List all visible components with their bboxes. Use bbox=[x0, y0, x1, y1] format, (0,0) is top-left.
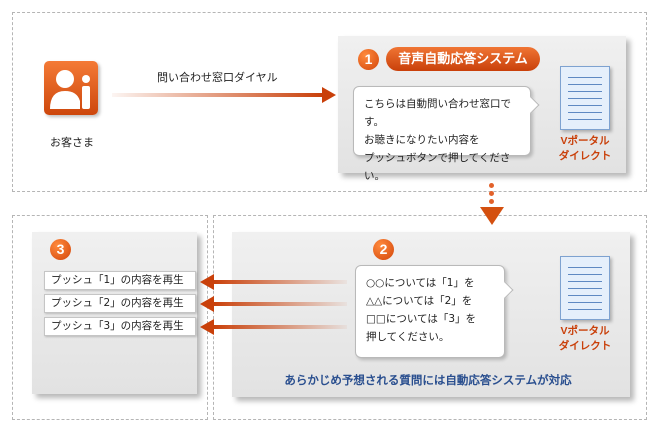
doc-caption: Vポータル ダイレクト bbox=[545, 324, 625, 354]
document-icon bbox=[560, 66, 610, 130]
message-line: ○○については「1」を bbox=[366, 277, 475, 289]
message-line: こちらは自動問い合わせ窓口です。 bbox=[364, 98, 511, 128]
message-line: 押してください。 bbox=[366, 331, 450, 343]
transition-dots bbox=[489, 183, 494, 207]
step1-number-badge: 1 bbox=[358, 49, 379, 70]
message-line: お聴きになりたい内容を bbox=[364, 134, 480, 146]
response-arrow-2 bbox=[200, 296, 347, 312]
down-arrow-icon bbox=[480, 207, 504, 225]
doc-caption-line: ダイレクト bbox=[558, 150, 612, 162]
message-line: □□については「3」を bbox=[366, 313, 476, 325]
doc-caption: Vポータル ダイレクト bbox=[545, 134, 625, 164]
option-push-3: プッシュ「3」の内容を再生 bbox=[44, 317, 196, 336]
system-label: 音声自動応答システム bbox=[386, 47, 540, 71]
bottom-left-section-frame bbox=[12, 215, 208, 420]
customer-icon bbox=[44, 61, 98, 115]
footer-note: あらかじめ予想される質問には自動応答システムが対応 bbox=[284, 375, 572, 387]
step3-number-badge: 3 bbox=[50, 239, 71, 260]
doc-caption-line: Vポータル bbox=[560, 325, 610, 337]
document-icon bbox=[560, 256, 610, 320]
bottom-right-section-frame bbox=[213, 215, 647, 420]
top-section-frame bbox=[12, 12, 647, 192]
call-arrow bbox=[112, 87, 336, 103]
step2-message-bubble: ○○については「1」を △△については「2」を □□については「3」を 押してく… bbox=[355, 265, 514, 358]
response-arrow-1 bbox=[200, 274, 347, 290]
call-arrow-label: 問い合わせ窓口ダイヤル bbox=[157, 71, 278, 84]
response-arrow-3 bbox=[200, 319, 347, 335]
customer-label: お客さま bbox=[50, 136, 94, 149]
option-push-1: プッシュ「1」の内容を再生 bbox=[44, 271, 196, 290]
doc-caption-line: ダイレクト bbox=[558, 340, 612, 352]
step1-message-bubble: こちらは自動問い合わせ窓口です。 お聴きになりたい内容を プッシュボタンで押して… bbox=[353, 86, 540, 182]
doc-caption-line: Vポータル bbox=[560, 135, 610, 147]
message-line: プッシュボタンで押してください。 bbox=[364, 152, 511, 182]
option-push-2: プッシュ「2」の内容を再生 bbox=[44, 294, 196, 313]
step2-number-badge: 2 bbox=[373, 239, 394, 260]
message-line: △△については「2」を bbox=[366, 295, 473, 307]
